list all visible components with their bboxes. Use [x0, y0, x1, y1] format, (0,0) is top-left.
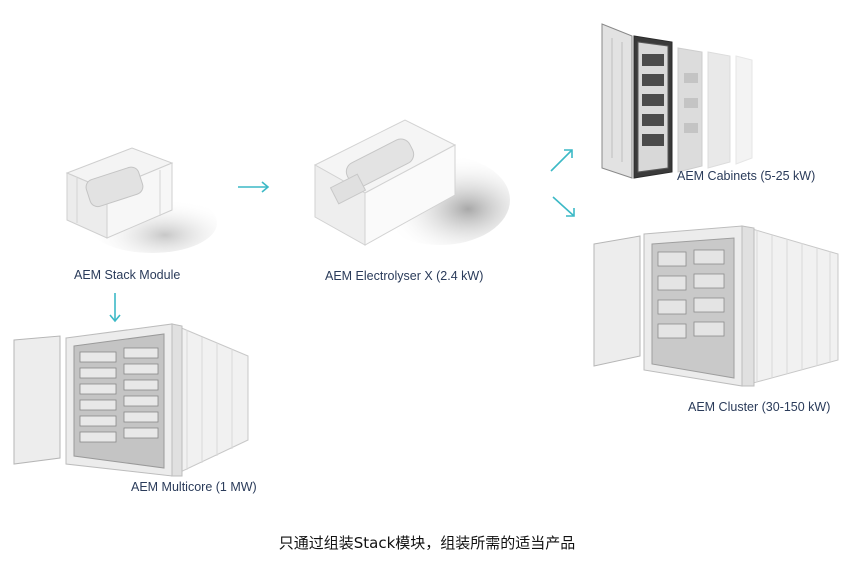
arrow-up-right-icon: [550, 149, 573, 172]
cluster-label: AEM Cluster (30-150 kW): [688, 400, 831, 414]
slide-caption: 只通过组装Stack模块，组装所需的适当产品: [278, 534, 576, 552]
multicore-image: [13, 323, 249, 477]
arrow-right-icon: [238, 181, 270, 193]
electrolyser-image: [313, 119, 510, 246]
cabinets-label: AEM Cabinets (5-25 kW): [677, 169, 816, 183]
arrow-down-right-icon: [552, 196, 575, 217]
arrow-down-icon: [109, 293, 121, 323]
electrolyser-label: AEM Electrolyser X (2.4 kW): [325, 269, 484, 283]
stack-module-label: AEM Stack Module: [74, 268, 181, 282]
cabinets-image: [601, 23, 753, 179]
stack-module-image: [65, 147, 217, 253]
multicore-label: AEM Multicore (1 MW): [131, 480, 257, 494]
cluster-image: [593, 225, 839, 387]
